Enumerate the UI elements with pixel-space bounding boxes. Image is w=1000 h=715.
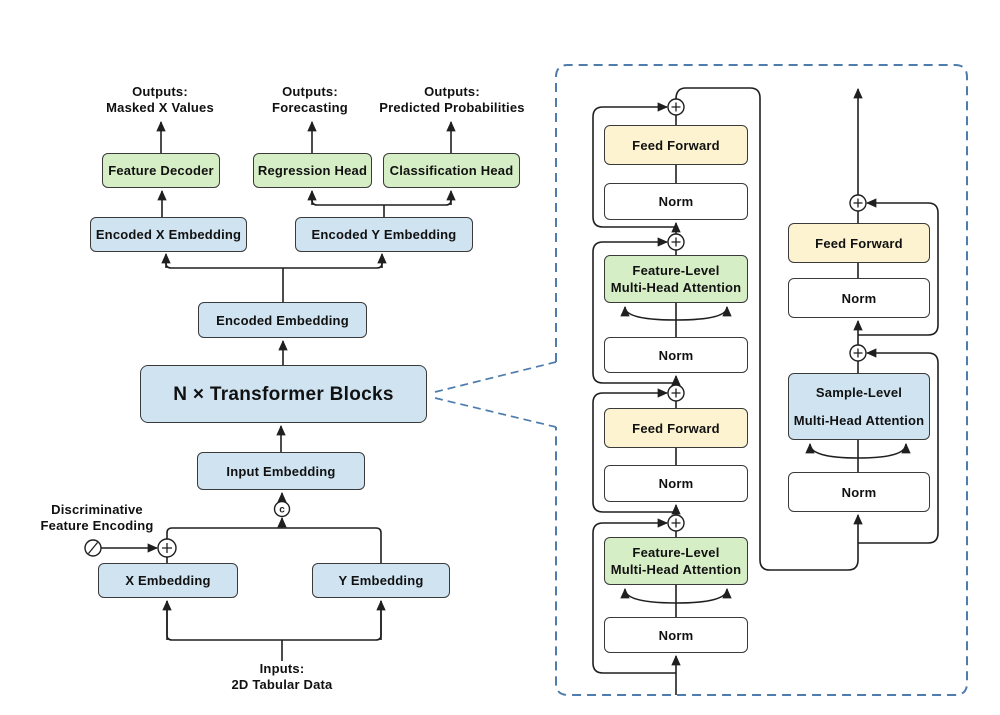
output-label-masked-x: Outputs: Masked X Values <box>106 84 214 115</box>
feed-forward-box: Feed Forward <box>604 408 748 448</box>
concat-icon: c <box>273 500 291 518</box>
add-icon <box>667 98 685 116</box>
callout-lines <box>434 361 557 428</box>
add-icon <box>667 384 685 402</box>
feature-attention-box: Feature-Level Multi-Head Attention <box>604 537 748 585</box>
x-embedding-box: X Embedding <box>98 563 238 598</box>
encoded-y-embedding-box: Encoded Y Embedding <box>295 217 473 252</box>
sample-attention-box: Sample-Level Multi-Head Attention <box>788 373 930 440</box>
norm-box: Norm <box>604 183 748 220</box>
panel-skip-connections <box>592 102 939 674</box>
input-embedding-box: Input Embedding <box>197 452 365 490</box>
encoded-x-embedding-box: Encoded X Embedding <box>90 217 247 252</box>
add-icon <box>849 344 867 362</box>
panel-flow-arrows <box>671 87 863 695</box>
left-flow-arrows <box>101 120 456 640</box>
output-label-probabilities: Outputs: Predicted Probabilities <box>379 84 525 115</box>
transformer-blocks-box: N × Transformer Blocks <box>140 365 427 423</box>
attention-qkv-arrows <box>620 305 911 604</box>
feed-forward-box: Feed Forward <box>604 125 748 165</box>
mask-token-icon <box>84 539 102 557</box>
inputs-label: Inputs: 2D Tabular Data <box>231 661 333 692</box>
norm-box: Norm <box>604 465 748 502</box>
add-icon <box>667 514 685 532</box>
norm-box: Norm <box>604 617 748 653</box>
feature-decoder-box: Feature Decoder <box>102 153 220 188</box>
add-icon <box>667 233 685 251</box>
svg-text:c: c <box>279 505 285 516</box>
y-embedding-box: Y Embedding <box>312 563 450 598</box>
feature-attention-box: Feature-Level Multi-Head Attention <box>604 255 748 303</box>
add-icon <box>849 194 867 212</box>
norm-box: Norm <box>788 278 930 318</box>
norm-box: Norm <box>604 337 748 373</box>
norm-box: Norm <box>788 472 930 512</box>
output-label-forecasting: Outputs: Forecasting <box>272 84 348 115</box>
encoded-embedding-box: Encoded Embedding <box>198 302 367 338</box>
transformer-detail-panel-border <box>555 64 968 696</box>
regression-head-box: Regression Head <box>253 153 372 188</box>
classification-head-box: Classification Head <box>383 153 520 188</box>
add-icon <box>157 538 177 558</box>
feed-forward-box: Feed Forward <box>788 223 930 263</box>
discriminative-feature-label: Discriminative Feature Encoding <box>40 502 154 533</box>
